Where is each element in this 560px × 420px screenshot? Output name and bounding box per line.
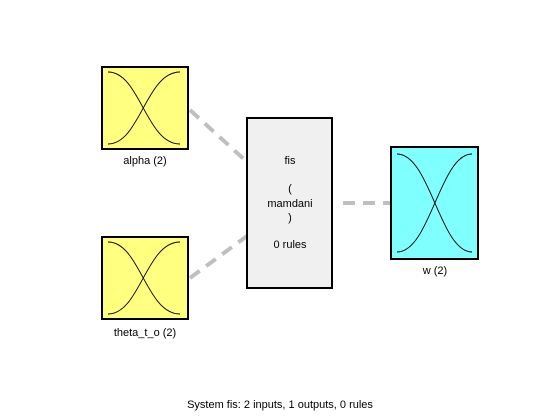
output-w-label: w (2) bbox=[422, 265, 447, 277]
system-summary: System fis: 2 inputs, 1 outputs, 0 rules bbox=[187, 399, 373, 411]
input-theta-label: theta_t_o (2) bbox=[114, 327, 176, 339]
input-alpha-label: alpha (2) bbox=[123, 155, 166, 167]
input-theta-block[interactable]: theta_t_o (2) bbox=[101, 236, 189, 339]
input-alpha-box[interactable] bbox=[101, 66, 189, 150]
input-theta-box[interactable] bbox=[101, 236, 189, 320]
membership-function-curve bbox=[107, 241, 181, 315]
connector-alpha-to-fis bbox=[188, 108, 249, 164]
membership-function-curve bbox=[107, 71, 181, 145]
system-rules-count: 0 rules bbox=[273, 239, 307, 251]
system-type-open: ( bbox=[288, 183, 292, 195]
connector-theta-to-fis bbox=[188, 234, 249, 280]
system-type: mamdani bbox=[267, 198, 312, 210]
system-name: fis bbox=[285, 155, 297, 167]
input-alpha-block[interactable]: alpha (2) bbox=[101, 66, 189, 167]
system-type-close: ) bbox=[288, 212, 292, 224]
membership-function-curve bbox=[396, 153, 473, 253]
system-box[interactable] bbox=[246, 117, 333, 289]
system-block[interactable]: fis ( mamdani ) 0 rules bbox=[246, 117, 333, 289]
output-w-block[interactable]: w (2) bbox=[390, 146, 479, 277]
